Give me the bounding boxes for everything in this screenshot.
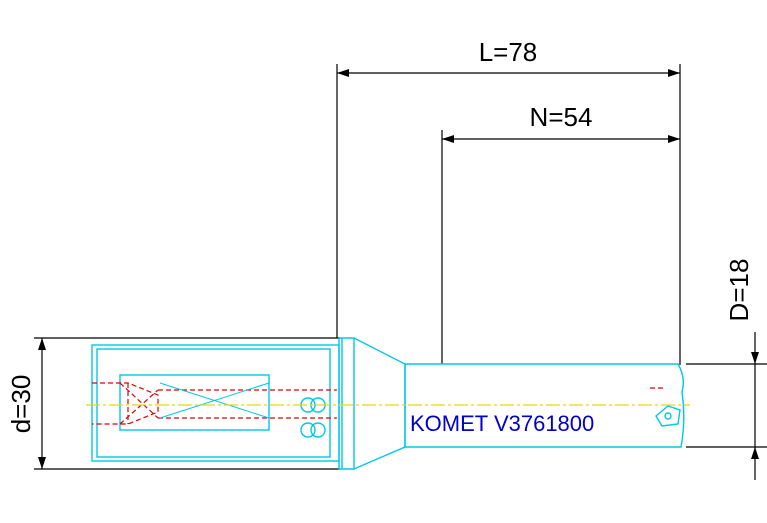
cutting-length-label: N=54 — [530, 102, 593, 132]
cutting-body — [404, 363, 685, 448]
insert — [655, 405, 681, 427]
coolant-hole-lower — [300, 422, 316, 438]
product-label: KOMET V3761800 — [410, 411, 594, 436]
insert-screw — [664, 412, 672, 420]
shank-clamp-window — [119, 374, 270, 431]
coolant-hole-lower-2 — [310, 422, 326, 438]
tool-outline — [91, 337, 685, 470]
collar — [338, 337, 355, 470]
coolant-channel-body — [92, 382, 159, 425]
dimension-shank-diameter — [34, 337, 340, 470]
dimension-overall-length — [336, 64, 681, 365]
dimension-cutting-diameter — [686, 332, 767, 480]
taper — [353, 337, 406, 470]
shank-flat — [96, 348, 331, 458]
shank-diameter-label: d=30 — [6, 375, 36, 434]
overall-length-label: L=78 — [479, 37, 538, 67]
cutting-diameter-label: D=18 — [724, 259, 754, 322]
dimension-cutting-length — [441, 130, 680, 364]
